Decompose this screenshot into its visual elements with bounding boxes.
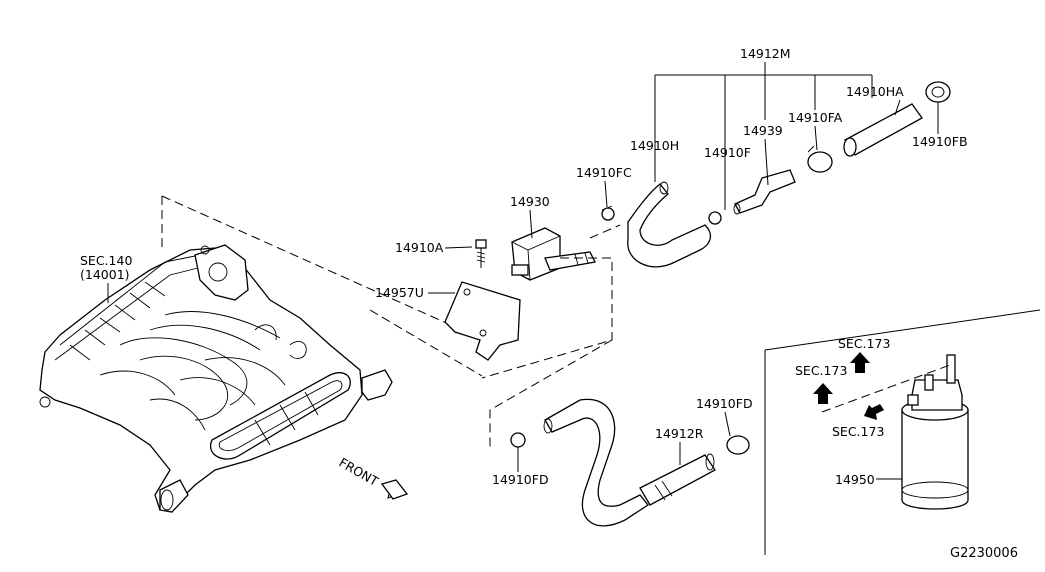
label-14910A: 14910A: [395, 240, 444, 255]
label-sec173-b: SEC.173: [795, 363, 847, 378]
front-indicator: FRONT: [337, 455, 409, 500]
bolt-14910A: [475, 239, 487, 268]
clamp-14910FD-right: [726, 435, 750, 455]
label-14912R: 14912R: [655, 426, 704, 441]
lower-link-dashed: [489, 339, 613, 450]
front-label: FRONT: [337, 455, 382, 490]
clamp-14910FD-left: [510, 432, 526, 448]
label-14939: 14939: [743, 123, 783, 138]
label-14910FD-right: 14910FD: [696, 396, 753, 411]
sec173-arrows: [813, 352, 884, 420]
canister-frame: [764, 309, 1041, 555]
hose-14910H: [627, 181, 712, 268]
label-14957U: 14957U: [375, 285, 424, 300]
clamp-14910FA: [808, 146, 832, 173]
manifold-link-dashed: [161, 195, 483, 377]
label-14910F: 14910F: [704, 145, 751, 160]
valve-14930: [511, 227, 596, 281]
intake-manifold: [39, 244, 393, 513]
hose-lower: [543, 398, 649, 527]
clamp-14910FC: [601, 205, 615, 221]
label-14912M: 14912M: [740, 46, 791, 61]
valve-link-dashed-right: [481, 257, 613, 379]
bracket-14957U: [444, 281, 521, 361]
label-14910FB: 14910FB: [912, 134, 968, 149]
canister-dashed: [821, 364, 951, 413]
sec140-label: SEC.140: [80, 253, 132, 268]
diagram-id: G2230006: [950, 546, 1018, 561]
arrow-down-left-icon: [864, 404, 884, 420]
clamp-14910FB: [925, 81, 951, 103]
14912M-callout: [654, 62, 873, 210]
pipe-14912R: [639, 453, 716, 506]
sec140-sub-label: (14001): [80, 267, 130, 282]
canister-14950: [901, 354, 969, 510]
clamp-14910F: [708, 211, 722, 225]
label-14910FC: 14910FC: [576, 165, 632, 180]
label-14930: 14930: [510, 194, 550, 209]
label-14910HA: 14910HA: [846, 84, 904, 99]
label-14950: 14950: [835, 472, 875, 487]
valve-link-dashed-top: [589, 224, 621, 239]
arrow-up-icon: [850, 352, 870, 373]
label-14910H: 14910H: [630, 138, 679, 153]
label-14910FA: 14910FA: [788, 110, 843, 125]
label-14910FD-left: 14910FD: [492, 472, 549, 487]
hose-14910HA: [843, 103, 923, 157]
sec140-callout: SEC.140 (14001): [80, 253, 132, 303]
arrow-up-icon: [813, 383, 833, 404]
connector-14939: [733, 169, 796, 215]
label-sec173-a: SEC.173: [838, 336, 890, 351]
label-sec173-c: SEC.173: [832, 424, 884, 439]
front-arrow-icon: [380, 479, 409, 500]
